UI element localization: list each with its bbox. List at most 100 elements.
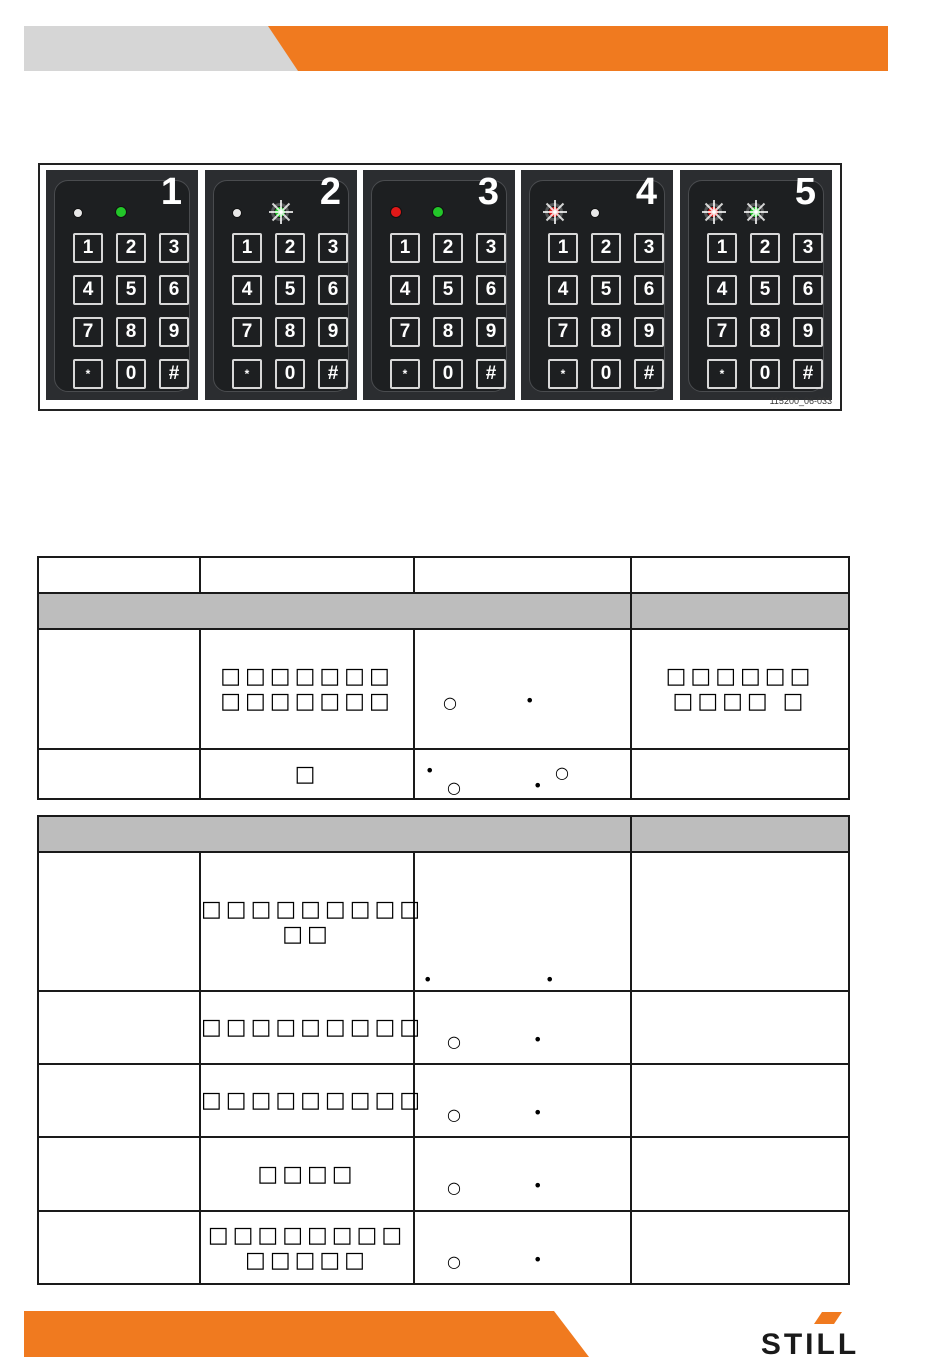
keypad-key: # bbox=[318, 359, 348, 389]
led-icon bbox=[115, 206, 127, 218]
panel-number: 5 bbox=[794, 171, 816, 213]
still-logo: STILL bbox=[761, 1312, 859, 1358]
cell-text: □□□□ bbox=[199, 1136, 415, 1212]
panel-number: 1 bbox=[160, 171, 182, 213]
keypad-key: 6 bbox=[159, 275, 189, 305]
led-icon bbox=[390, 206, 402, 218]
keypad-key: 7 bbox=[707, 317, 737, 347]
led-icon bbox=[543, 200, 567, 224]
open-circle-symbol: ○ bbox=[447, 778, 461, 797]
keypad-key: 1 bbox=[707, 233, 737, 263]
keypad-key: 1 bbox=[548, 233, 578, 263]
keypad-key: 7 bbox=[232, 317, 262, 347]
keypad-key: 4 bbox=[548, 275, 578, 305]
filled-dot-symbol: • bbox=[533, 776, 543, 795]
open-circle-symbol: ○ bbox=[447, 1178, 461, 1197]
keypad-key: 8 bbox=[750, 317, 780, 347]
table-row: □□□□ ○ • bbox=[37, 1136, 851, 1212]
keypad-key: 6 bbox=[634, 275, 664, 305]
keypad-key: 9 bbox=[476, 317, 506, 347]
panel-number: 4 bbox=[635, 171, 657, 213]
keypad-key: 8 bbox=[116, 317, 146, 347]
keypad-key: 1 bbox=[73, 233, 103, 263]
open-circle-symbol: ○ bbox=[443, 693, 457, 712]
filled-dot-symbol: • bbox=[545, 969, 555, 989]
cell-text: □□□□□□□□□ bbox=[199, 990, 420, 1065]
keypad-key: 3 bbox=[318, 233, 348, 263]
table-row: □□□□□□□ □□□□□□□ ○ • • ○ □□□□□□ □□□□ □ bbox=[37, 628, 850, 782]
keypad-key: * bbox=[548, 359, 578, 389]
led-icon bbox=[590, 208, 600, 218]
keypad-key: 9 bbox=[793, 317, 823, 347]
filled-dot-symbol: • bbox=[425, 761, 435, 780]
keypad-key: 7 bbox=[390, 317, 420, 347]
led-icon bbox=[269, 200, 293, 224]
filled-dot-symbol: • bbox=[533, 1249, 543, 1269]
keypad-key: 5 bbox=[275, 275, 305, 305]
header-orange-band bbox=[268, 26, 888, 71]
keypad-key: # bbox=[159, 359, 189, 389]
keypad-key: 5 bbox=[433, 275, 463, 305]
keypad-key: 4 bbox=[73, 275, 103, 305]
open-circle-symbol: ○ bbox=[555, 763, 569, 782]
footer-orange-band bbox=[24, 1311, 589, 1357]
logo-text: STILL bbox=[761, 1328, 859, 1358]
keypad-key: 1 bbox=[390, 233, 420, 263]
keypad-key: 6 bbox=[318, 275, 348, 305]
table-row: □□□□□□□□□ ○ • bbox=[37, 1063, 851, 1138]
filled-dot-symbol: • bbox=[533, 1176, 543, 1195]
led-icon bbox=[744, 200, 768, 224]
keypad-key: * bbox=[707, 359, 737, 389]
cell-text: □□□□□□□□□ □□ bbox=[199, 851, 420, 992]
keypad-key: * bbox=[390, 359, 420, 389]
filled-dot-symbol: • bbox=[423, 969, 433, 989]
keypad-key: 8 bbox=[591, 317, 621, 347]
keypad-key: 4 bbox=[232, 275, 262, 305]
keypad-key: # bbox=[476, 359, 506, 389]
led-icon bbox=[73, 208, 83, 218]
cell-text: □□□□□□ □□□□ □ bbox=[630, 628, 850, 750]
keypad-key: 3 bbox=[159, 233, 189, 263]
keypad-key: 0 bbox=[433, 359, 463, 389]
table-row: □□□□□□□□□ ○ • bbox=[37, 990, 851, 1065]
led-icon bbox=[702, 200, 726, 224]
keypad-key: 0 bbox=[116, 359, 146, 389]
panel-number: 3 bbox=[477, 171, 499, 213]
keypad-key: 6 bbox=[793, 275, 823, 305]
cell-text: □ bbox=[199, 748, 415, 800]
table-row: □ ○ • bbox=[37, 748, 850, 800]
table-section-row bbox=[36, 815, 851, 853]
led-icon bbox=[432, 206, 444, 218]
table-row: □□□□□□□□□ □□ • • bbox=[37, 851, 851, 992]
keypad-key: 5 bbox=[591, 275, 621, 305]
keypad-key: 8 bbox=[275, 317, 305, 347]
open-circle-symbol: ○ bbox=[447, 1031, 461, 1051]
keypad-key: 4 bbox=[390, 275, 420, 305]
keypad-key: * bbox=[73, 359, 103, 389]
keypad-key: 0 bbox=[591, 359, 621, 389]
keypad-key: 5 bbox=[750, 275, 780, 305]
figure-code: 115200_06-033 bbox=[769, 396, 832, 406]
open-circle-symbol: ○ bbox=[447, 1104, 461, 1124]
open-circle-symbol: ○ bbox=[447, 1251, 461, 1271]
keypad-key: 9 bbox=[318, 317, 348, 347]
table-two: □□□□□□□□□ □□ • • □□□□□□□□□ ○ • □□□□□□□□□… bbox=[36, 815, 851, 1285]
keypad-key: # bbox=[634, 359, 664, 389]
keypad-key: 9 bbox=[159, 317, 189, 347]
keypad-key: 3 bbox=[476, 233, 506, 263]
keypad-key: * bbox=[232, 359, 262, 389]
keypad-key: 3 bbox=[793, 233, 823, 263]
table-row: □□□□□□□□ □□□□□ ○ • bbox=[37, 1210, 851, 1285]
header-grey-band bbox=[24, 26, 314, 71]
keypad-key: 0 bbox=[750, 359, 780, 389]
